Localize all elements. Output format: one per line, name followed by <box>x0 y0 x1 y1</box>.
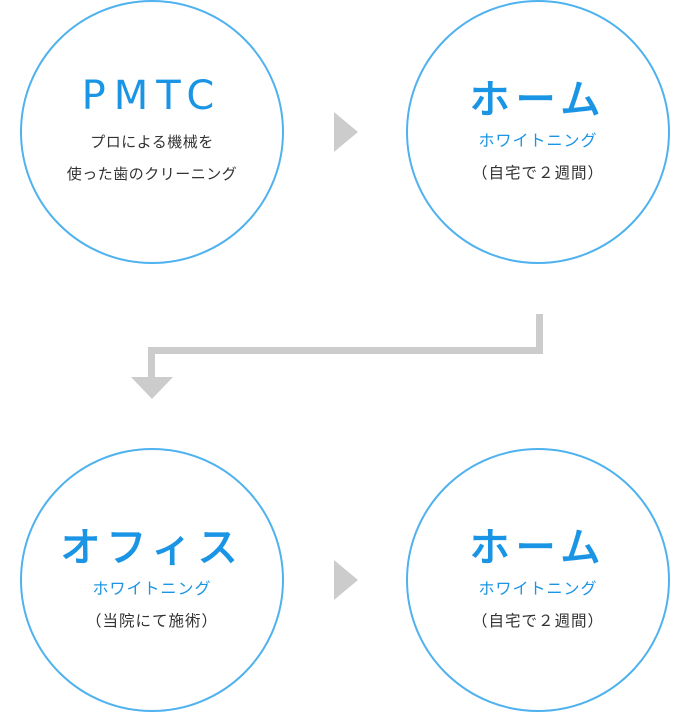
step-note: （当院にて施術） <box>85 612 218 630</box>
step-subtitle: ホワイトニング <box>478 579 598 598</box>
arrow-down-icon <box>131 377 173 399</box>
step-note: （自宅で２週間） <box>471 164 604 182</box>
arrow-right-icon <box>334 112 358 152</box>
step-description-line-1: プロによる機械を <box>90 133 214 151</box>
connector-line-horizontal <box>148 347 543 354</box>
step-title: ホーム <box>469 525 607 571</box>
step-title: オフィス <box>60 525 244 571</box>
step-note: （自宅で２週間） <box>471 612 604 630</box>
step-title: ホーム <box>469 77 607 123</box>
step-circle-home-whitening-2: ホーム ホワイトニング （自宅で２週間） <box>406 448 670 712</box>
step-description-line-2: 使った歯のクリーニング <box>66 165 238 183</box>
step-circle-home-whitening-1: ホーム ホワイトニング （自宅で２週間） <box>406 0 670 264</box>
step-circle-office-whitening: オフィス ホワイトニング （当院にて施術） <box>20 448 284 712</box>
arrow-right-icon <box>334 560 358 600</box>
connector-line-vertical-top <box>536 314 543 354</box>
step-subtitle: ホワイトニング <box>478 131 598 150</box>
step-subtitle: ホワイトニング <box>92 579 212 598</box>
connector-line-vertical-bottom <box>148 347 155 377</box>
step-circle-pmtc: PMTC プロによる機械を 使った歯のクリーニング <box>20 0 284 264</box>
step-title: PMTC <box>81 73 223 119</box>
